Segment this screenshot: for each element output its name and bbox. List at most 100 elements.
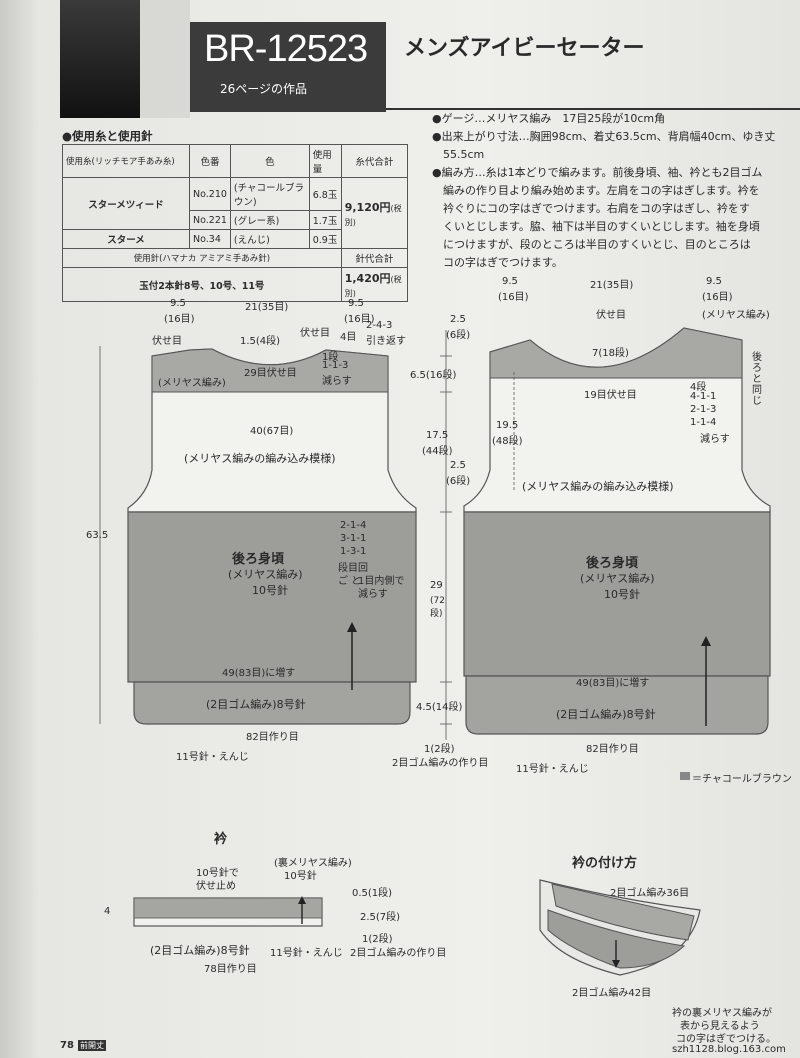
- yarn-amount: 6.8玉: [308, 177, 342, 211]
- spec-line: ●編み方…糸は1本どりで編みます。前後身頃、袖、衿とも2目ゴム: [432, 166, 763, 179]
- piece-needle: 10号針: [252, 584, 288, 597]
- note-label: ご と: [338, 576, 362, 587]
- back-rib: [133, 681, 411, 725]
- dim-label: (6段): [446, 476, 471, 487]
- spec-line: ●ゲージ…メリヤス編み 17目25段が10cm角: [432, 112, 666, 125]
- stitch-label: (メリヤス編み): [702, 310, 770, 321]
- dim-label: 6.5(16段): [410, 370, 457, 381]
- note-label: 1-1-3: [322, 360, 349, 371]
- rib-label: (2目ゴム編み)8号針: [150, 944, 250, 957]
- tax-note: (税別): [344, 203, 402, 227]
- dim-label: 1(2段): [424, 744, 455, 755]
- page-number: 78: [60, 1040, 74, 1051]
- legend-swatch: [680, 772, 690, 780]
- spec-line: 55.5cm: [432, 148, 485, 161]
- tax-note: (税別): [344, 275, 402, 298]
- watermark-url: szh1128.blog.163.com: [672, 1044, 786, 1055]
- piece-name: 後ろ身頃: [586, 556, 639, 571]
- piece-needle: 10号針: [604, 588, 640, 601]
- dim-label: 40(67目): [250, 426, 294, 437]
- dim-label: 29: [430, 580, 443, 591]
- needle-label: 11号針・えんじ: [270, 948, 343, 959]
- note-label: 伏せ目: [300, 328, 330, 339]
- back-body-diagram: [99, 346, 417, 725]
- note-label: 4目: [340, 332, 357, 343]
- table-header: 使用糸(リッチモア手あみ糸): [62, 144, 190, 178]
- dim-label: 63.5: [86, 530, 109, 541]
- yarn-total: 9,120円(税別): [340, 177, 409, 249]
- note-label: 2-1-4: [340, 520, 367, 531]
- dim-label: (48段): [492, 436, 523, 447]
- yarn-heading: ●使用糸と使用針: [62, 129, 153, 143]
- note-label: 伏せ目: [152, 336, 182, 347]
- dim-label: (6段): [446, 330, 471, 341]
- collar-title: 衿: [214, 832, 228, 847]
- pattern-title: メンズアイビーセーター: [404, 35, 645, 60]
- yarn-table: 使用糸(リッチモア手あみ糸) 色番 色 使用量 糸代合計 スターメツィード No…: [62, 144, 409, 302]
- dim-label: 21(35目): [590, 280, 634, 291]
- dim-label: (16目): [498, 292, 529, 303]
- dim-label: 21(35目): [245, 302, 289, 313]
- spec-line: 編みの作り目より編み始めます。左肩をコの字はぎします。衿を: [432, 184, 760, 197]
- spec-line: ●出来上がり寸法…胸囲98cm、着丈63.5cm、背肩幅40cm、ゆき丈: [432, 130, 776, 143]
- note-label: 減らす: [358, 589, 388, 600]
- table-row: No.221 (グレー系) 1.7玉: [63, 210, 408, 230]
- note-label: 後ろと同じ: [752, 352, 762, 407]
- dim-label: (44段): [422, 446, 453, 457]
- table-header: 色番: [189, 144, 231, 178]
- collar-attach-diagram: [539, 879, 701, 976]
- table-row: 使用糸(リッチモア手あみ糸) 色番 色 使用量 糸代合計: [62, 144, 409, 178]
- cast-label: 78目作り目: [204, 964, 257, 975]
- note-label: 4段: [690, 382, 707, 393]
- cast-needle-label: 11号針・えんじ: [176, 752, 249, 763]
- note-label: 減らす: [700, 434, 730, 445]
- yarn-color: (チャコールブラウン): [229, 177, 310, 211]
- stitch-label: 10号針: [284, 871, 317, 882]
- needle-total-value: 1,420円: [344, 272, 391, 285]
- dim-label: 9.5: [706, 276, 722, 287]
- attach-note: 衿の裏メリヤス編みが: [672, 1008, 772, 1019]
- note-label: 1目内側で: [358, 576, 405, 587]
- dim-label: 2.5(7段): [360, 912, 401, 923]
- inc-label: 49(83目)に増す: [222, 668, 296, 679]
- legend-label: ＝チャコールブラウン: [692, 774, 792, 785]
- collar-band-inner: [547, 909, 686, 969]
- specs-text: ●ゲージ…メリヤス編み 17目25段が10cm角 ●出来上がり寸法…胸囲98cm…: [432, 110, 800, 272]
- note-label: 1段: [322, 352, 339, 363]
- table-header: 糸代合計: [340, 144, 409, 178]
- arrow-head: [298, 896, 306, 904]
- piece-name: 後ろ身頃: [232, 552, 285, 567]
- front-rib: [465, 675, 769, 735]
- dim-label: (16目): [344, 314, 375, 325]
- pattern-code-box: BR-12523 26ページの作品: [190, 22, 386, 112]
- dim-label: (72段): [430, 596, 445, 619]
- note-label: 伏せ目: [596, 310, 626, 321]
- note-label: 19目伏せ目: [584, 390, 637, 401]
- front-body-diagram: [463, 327, 771, 735]
- table-row: スターメツィード No.210 (チャコールブラウン) 6.8玉 9,120円(…: [62, 177, 409, 249]
- cast-label: 82目作り目: [246, 732, 299, 743]
- collar-rev-band: [133, 897, 323, 919]
- pattern-code: BR-12523: [204, 28, 368, 70]
- note-label: 引き返す: [366, 336, 406, 347]
- attach-note: 表から見えるよう: [680, 1021, 760, 1032]
- note-label: 1-1-4: [690, 417, 717, 428]
- cast-label: 82目作り目: [586, 744, 639, 755]
- stitch-label: (裏メリヤス編み): [274, 858, 352, 869]
- needles: 玉付2本針8号、10号、11号: [62, 267, 342, 302]
- note-label: 10号針で: [196, 868, 239, 879]
- needle-total: 1,420円(税別): [340, 267, 409, 302]
- dim-label: (16目): [702, 292, 733, 303]
- note-label: 1.5(4段): [240, 336, 281, 347]
- photo-background: [140, 0, 190, 118]
- yarn-total-value: 9,120円: [344, 200, 391, 214]
- note-label: 4-1-1: [690, 391, 717, 402]
- table-row: 玉付2本針8号、10号、11号 1,420円(税別): [62, 267, 409, 302]
- dim-label: (16目): [164, 314, 195, 325]
- dim-label: 2目ゴム編みの作り目: [392, 758, 489, 769]
- spec-line: 衿ぐりにコの字はぎでつけます。右肩をコの字はぎし、衿をす: [432, 202, 750, 215]
- dim-label: 1(2段): [362, 934, 393, 945]
- middle-dimension-lines: [440, 330, 452, 740]
- spec-line: くいとじします。脇、袖下は半目のすくいとじします。袖を身頃: [432, 220, 760, 233]
